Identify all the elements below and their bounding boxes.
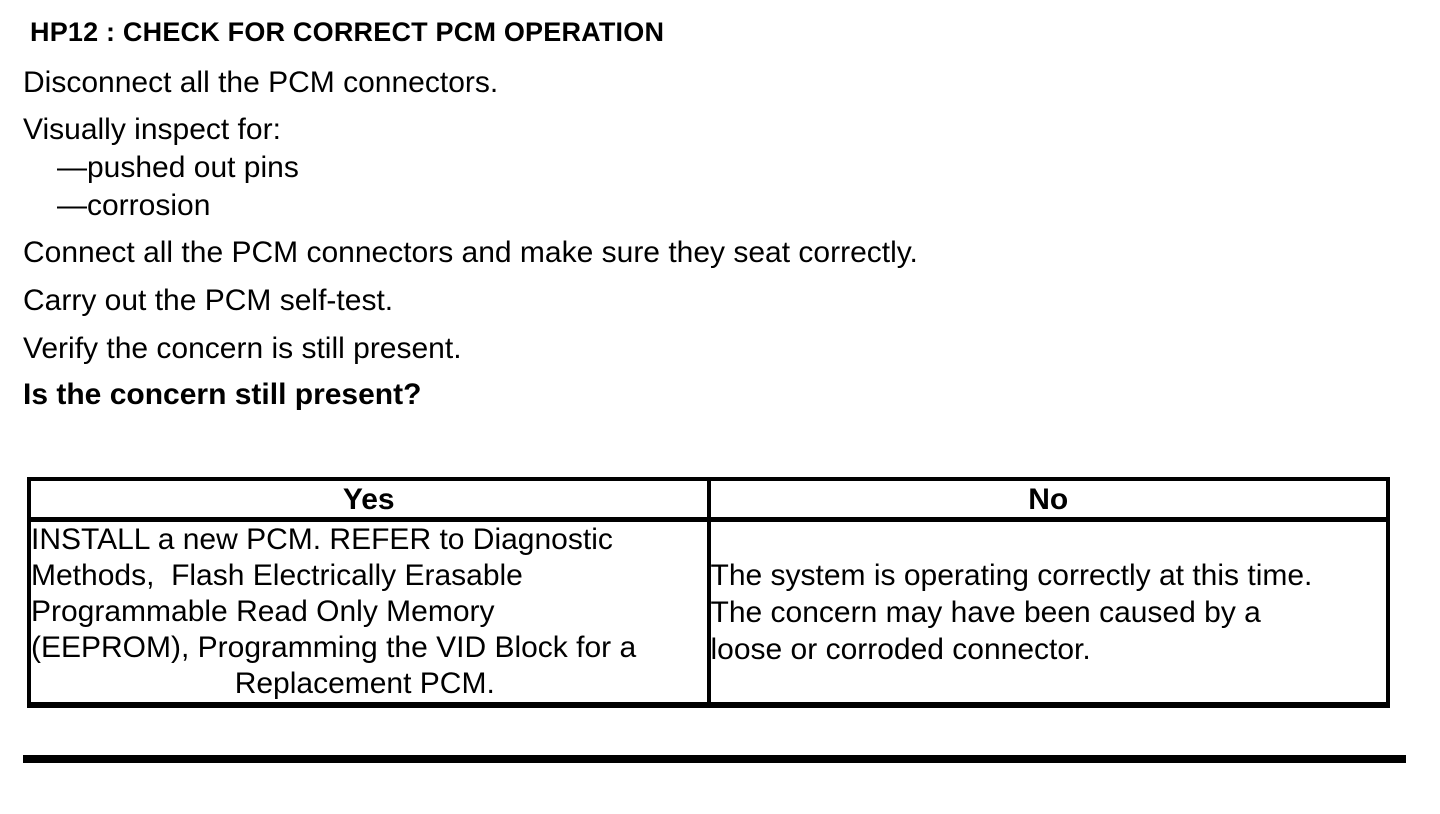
decision-question: Is the concern still present? — [23, 378, 422, 411]
yes-action-line: INSTALL a new PCM. REFER to Diagnostic — [31, 523, 613, 556]
no-action-line: The system is operating correctly at thi… — [710, 558, 1313, 592]
yes-action-line: Programmable Read Only Memory — [31, 595, 495, 628]
no-action-line: loose or corroded connector. — [710, 632, 1091, 666]
decision-table-body-row: INSTALL a new PCM. REFER to Diagnostic M… — [27, 517, 1390, 708]
horizontal-rule — [23, 755, 1406, 763]
yes-action-line: Replacement PCM. — [234, 667, 495, 700]
no-column-header: No — [706, 477, 1390, 522]
decision-table: Yes No INSTALL a new PCM. REFER to Diagn… — [27, 477, 1390, 708]
step-connect-connectors: Connect all the PCM connectors and make … — [23, 236, 918, 269]
inspect-item-pushed-pins: —pushed out pins — [57, 151, 299, 184]
inspect-item-corrosion: —corrosion — [57, 189, 211, 222]
step-verify-concern: Verify the concern is still present. — [23, 332, 462, 365]
yes-action-line: (EEPROM), Programming the VID Block for … — [31, 631, 637, 664]
decision-table-header-row: Yes No — [27, 477, 1390, 522]
yes-action-cell: INSTALL a new PCM. REFER to Diagnostic M… — [27, 517, 711, 708]
step-visually-inspect: Visually inspect for: — [23, 113, 281, 146]
yes-column-header: Yes — [27, 477, 711, 522]
no-action-line: The concern may have been caused by a — [710, 595, 1261, 629]
yes-action-line: Methods, Flash Electrically Erasable — [31, 559, 523, 592]
no-action-cell: The system is operating correctly at thi… — [706, 517, 1390, 708]
step-disconnect-connectors: Disconnect all the PCM connectors. — [23, 66, 499, 99]
step-pcm-self-test: Carry out the PCM self-test. — [23, 284, 394, 317]
procedure-title: HP12 : CHECK FOR CORRECT PCM OPERATION — [30, 17, 665, 47]
document-page: HP12 : CHECK FOR CORRECT PCM OPERATION D… — [23, 17, 1406, 763]
